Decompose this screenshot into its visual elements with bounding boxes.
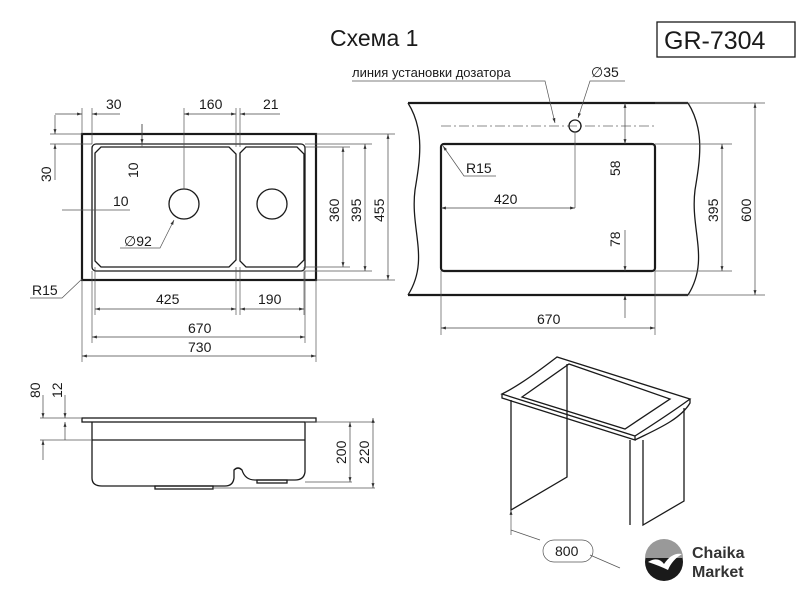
dim-395: 395 xyxy=(348,198,364,222)
cabinet-isometric: 800 xyxy=(500,356,692,569)
right-bowl xyxy=(239,146,305,268)
left-bowl xyxy=(94,146,237,268)
dim-670-cutout: 670 xyxy=(537,311,561,327)
dim-160: 160 xyxy=(199,96,223,112)
logo-line2: Market xyxy=(692,564,744,581)
dim-10-horizontal: 10 xyxy=(113,193,129,209)
dim-800: 800 xyxy=(555,543,579,559)
side-view: 80 12 200 220 xyxy=(27,382,375,490)
dim-200: 200 xyxy=(333,440,349,464)
dispenser-line-label: линия установки дозатора xyxy=(352,65,512,80)
dim-395-cutout: 395 xyxy=(705,198,721,222)
dim-425: 425 xyxy=(156,291,180,307)
sink-outer-outline xyxy=(80,132,318,282)
chaika-market-logo: Chaika Market xyxy=(645,539,745,581)
dim-80: 80 xyxy=(27,382,43,398)
dim-58: 58 xyxy=(607,160,623,176)
install-view: линия установки дозатора ∅35 R15 58 78 4… xyxy=(352,64,765,335)
countertop-outline xyxy=(408,101,688,297)
right-drain xyxy=(256,188,288,220)
dim-730: 730 xyxy=(188,339,212,355)
dim-360: 360 xyxy=(326,198,342,222)
cabinet-top xyxy=(500,356,692,441)
dim-78: 78 xyxy=(607,231,623,247)
dim-600: 600 xyxy=(738,198,754,222)
dim-dispenser-diameter: ∅35 xyxy=(591,64,619,80)
dim-190: 190 xyxy=(258,291,282,307)
dim-30-top: 30 xyxy=(106,96,122,112)
dim-10-vertical: 10 xyxy=(125,162,141,178)
dim-420: 420 xyxy=(494,191,518,207)
dim-670: 670 xyxy=(188,320,212,336)
model-box xyxy=(656,21,796,58)
dim-455: 455 xyxy=(371,198,387,222)
dim-r15-cutout: R15 xyxy=(466,160,492,176)
sink-body-side xyxy=(91,422,306,487)
model-code: GR-7304 xyxy=(664,27,766,55)
dim-220: 220 xyxy=(356,440,372,464)
dim-drain-diameter: ∅92 xyxy=(124,233,152,249)
dim-30-left: 30 xyxy=(38,166,54,182)
scheme-title: Схема 1 xyxy=(330,25,418,51)
top-view: 30 160 21 30 10 10 ∅92 R15 360 395 455 4… xyxy=(30,96,395,362)
sink-rim-outline xyxy=(91,143,306,272)
logo-line1: Chaika xyxy=(692,545,745,562)
dim-12: 12 xyxy=(49,382,65,398)
dim-21: 21 xyxy=(263,96,279,112)
left-drain xyxy=(168,188,200,220)
dim-r15: R15 xyxy=(32,282,58,298)
width-label-box xyxy=(542,539,594,563)
sink-rim-side xyxy=(81,417,317,423)
